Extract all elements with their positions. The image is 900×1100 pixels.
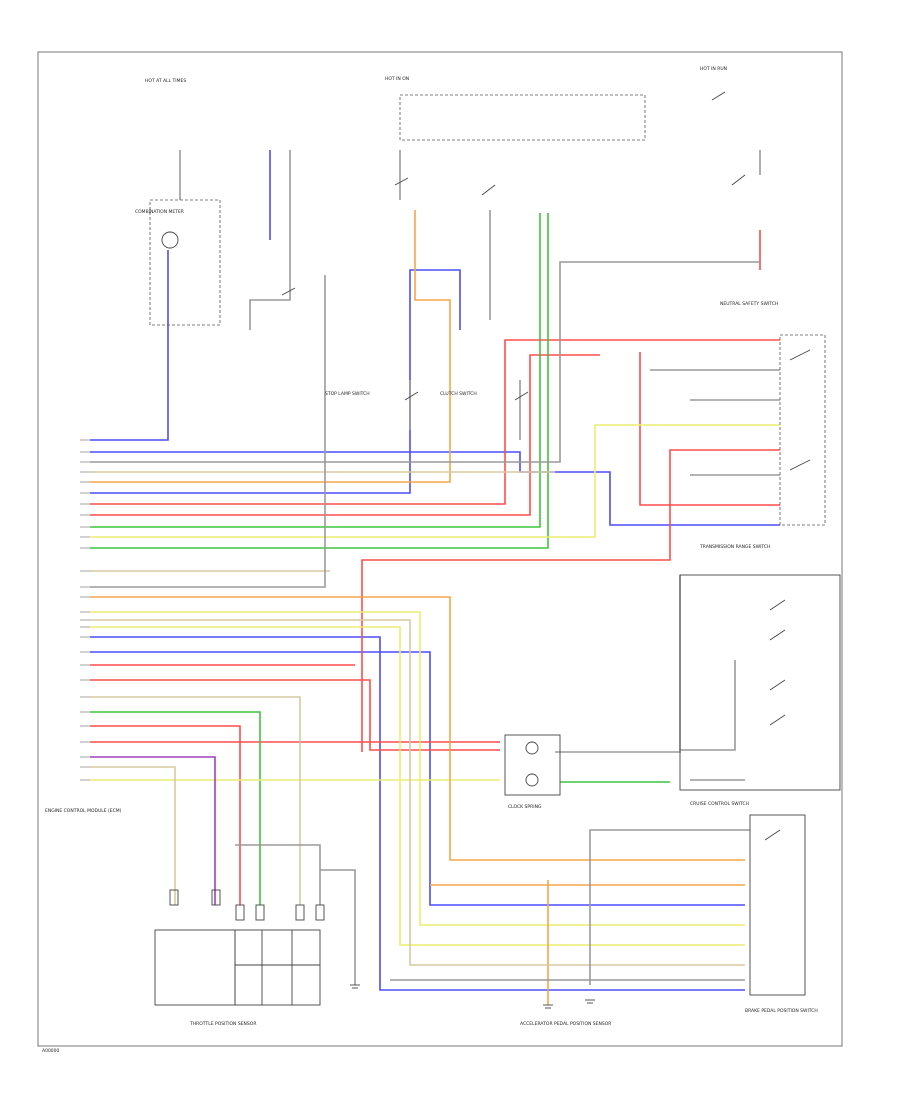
wire-purple-1 (90, 756, 216, 905)
wire-blue-1 (90, 250, 169, 441)
label-throttle-position-sensor: THROTTLE POSITION SENSOR (189, 1021, 256, 1027)
captions: ENGINE CONTROL MODULE (ECM) CRUISE CONTR… (42, 66, 818, 1054)
wire-gray-11 (249, 150, 291, 330)
ground-symbol-2 (543, 1004, 553, 1009)
ground-symbol-3 (585, 999, 595, 1004)
wire-blue-3 (90, 269, 461, 494)
wire-gray-5 (589, 829, 750, 985)
wire-orange-1 (90, 210, 451, 483)
switch-contact-8 (769, 679, 786, 691)
switch-contact-4 (789, 349, 811, 361)
label-hot-in-run: HOT IN RUN (700, 66, 727, 72)
label-hot-at-all-times: HOT AT ALL TIMES (145, 78, 186, 84)
label-stop-lamp-switch: STOP LAMP SWITCH (325, 391, 370, 397)
ground-symbol-1 (350, 984, 360, 989)
transmission-switch-box (779, 334, 826, 526)
label-cruise-control-switch: CRUISE CONTROL SWITCH (690, 801, 749, 807)
components (80, 91, 841, 1009)
wire-tan-5 (90, 619, 745, 966)
wire-orange-4 (90, 596, 745, 861)
footer-code: A00000 (42, 1048, 60, 1054)
label-engine-control-module: ENGINE CONTROL MODULE (ECM) (45, 808, 122, 814)
switch-contact-12 (281, 287, 296, 296)
clock-spring-coil-top (525, 741, 539, 755)
switch-contact-13 (404, 391, 419, 401)
switch-contact-10 (764, 829, 781, 841)
clock-spring-coil-bottom (525, 773, 539, 787)
switch-contact-5 (789, 459, 811, 471)
label-transmission-range-switch: TRANSMISSION RANGE SWITCH (699, 544, 770, 550)
wire-red-3 (361, 449, 780, 752)
throttle-position-sensor-box (154, 929, 236, 1006)
wire-green-3 (90, 711, 261, 905)
accelerator-pedal-position-sensor-box (234, 929, 321, 1006)
wire-tan-3 (90, 766, 176, 905)
switch-contact-3 (731, 174, 746, 186)
fuse-box-top (399, 94, 646, 141)
brake-pedal-position-switch-box (749, 814, 806, 996)
ecm-pin-ticks (80, 439, 90, 781)
wire-green-1 (90, 213, 541, 528)
label-neutral-safety-switch: NEUTRAL SAFETY SWITCH (720, 301, 778, 307)
diagram-border (37, 51, 843, 1047)
wire-yellow-1 (90, 424, 780, 538)
wire-yellow-2 (90, 611, 745, 926)
label-clock-spring: CLOCK SPRING (508, 804, 542, 810)
label-hot-in-on: HOT IN ON (385, 76, 409, 82)
switch-contact-1 (394, 177, 409, 186)
wires (90, 150, 780, 1005)
wire-red-4 (90, 679, 500, 751)
switch-contact-7 (769, 629, 786, 641)
wire-gray-2 (90, 275, 326, 588)
wire-blue-5 (90, 651, 745, 906)
wire-gray-6 (320, 869, 356, 985)
wire-red-2 (90, 354, 600, 516)
wire-tan-2 (90, 696, 301, 905)
switch-contact-2 (481, 184, 496, 196)
clock-spring-box (504, 734, 561, 796)
wire-yellow-4 (90, 626, 745, 946)
switch-contact-6 (769, 599, 786, 611)
label-clutch-switch: CLUTCH SWITCH (440, 391, 477, 397)
wire-gray-3 (555, 575, 681, 753)
wire-gray-7 (235, 844, 321, 905)
wire-red-6 (90, 725, 241, 905)
switch-contact-9 (769, 714, 786, 726)
label-accelerator-pedal-position-sensor: ACCELERATOR PEDAL POSITION SENSOR (520, 1021, 611, 1027)
wire-blue-4 (90, 636, 745, 991)
combination-meter-gauge (161, 231, 179, 249)
label-combination-meter: COMBINATION METER (135, 209, 184, 215)
switch-contact-14 (514, 391, 529, 401)
wire-gray-18 (680, 660, 736, 751)
label-brake-pedal-position-switch: BRAKE PEDAL POSITION SWITCH (745, 1008, 818, 1014)
combination-meter-box (149, 199, 221, 326)
wire-blue-2 (90, 451, 780, 526)
cruise-control-switch-box (679, 574, 841, 791)
switch-contact-11 (711, 91, 726, 101)
wire-gray-1 (90, 261, 760, 463)
wire-red-7 (639, 352, 780, 506)
wire-red-1 (90, 339, 780, 505)
wire-green-2 (90, 213, 549, 549)
